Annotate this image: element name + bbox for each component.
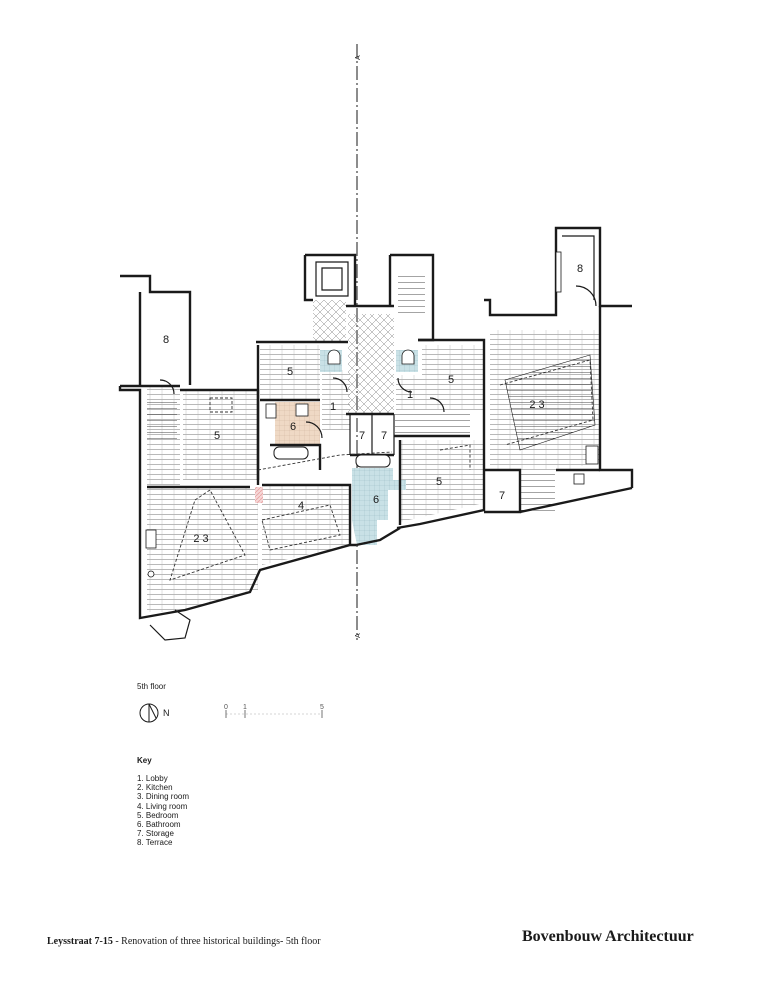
key-item-terrace: 8. Terrace [137, 838, 173, 848]
room-number-living-room: 4 [298, 500, 304, 512]
door-swings [159, 285, 597, 439]
room-number-lobby-right: 1 [407, 389, 413, 401]
key-item-bathroom: 6. Bathroom [137, 820, 181, 830]
section-marker-bottom: A [355, 633, 362, 638]
room-number-bedroom-left: 5 [214, 430, 220, 442]
key-item-kitchen: 2. Kitchen [137, 783, 173, 793]
room-number-bedroom-centre-left: 5 [287, 366, 293, 378]
room-number-storage-b: 7 [381, 430, 387, 442]
scale-tick-0: 0 [224, 704, 228, 711]
room-number-bathroom-left: 6 [290, 421, 296, 433]
key-list: 1. Lobby 2. Kitchen 3. Dining room 4. Li… [137, 774, 189, 848]
firm-name: Bovenbouw Architectuur [522, 928, 694, 945]
north-arrow-icon [139, 703, 159, 723]
room-number-terrace-left: 8 [163, 334, 169, 346]
room-number-bedroom-lower-right: 5 [436, 476, 442, 488]
room-number-kitchen-dining-left: 2 3 [193, 533, 208, 545]
scale-bar: 0 1 5 [224, 704, 324, 718]
key-item-lobby: 1. Lobby [137, 774, 168, 783]
key-item-living-room: 4. Living room [137, 801, 188, 811]
room-number-terrace-right: 8 [577, 263, 583, 275]
room-number-bathroom-centre: 6 [373, 494, 379, 506]
north-label: N [163, 708, 170, 718]
section-marker-top: A [355, 55, 362, 60]
footer-description: - Renovation of three historical buildin… [112, 936, 321, 947]
room-number-storage-a: 7 [359, 430, 365, 442]
key-item-dining-room: 3. Dining room [137, 792, 190, 802]
fixtures [145, 251, 599, 578]
room-number-lobby-left: 1 [330, 401, 336, 413]
overhead-lines [169, 359, 594, 581]
room-labels: 8 8 5 5 5 5 6 6 1 1 4 2 3 2 3 7 7 7 [163, 263, 583, 545]
room-number-storage-right: 7 [499, 490, 505, 502]
room-number-kitchen-dining-right: 2 3 [529, 399, 544, 411]
footer-address: Leysstraat 7-15 [47, 936, 113, 947]
scale-tick-1: 1 [243, 704, 247, 711]
key-heading: Key [137, 756, 152, 765]
room-number-bedroom-centre-right: 5 [448, 374, 454, 386]
key-item-bedroom: 5. Bedroom [137, 810, 179, 820]
floor-label: 5th floor [137, 682, 166, 691]
footer-caption: Leysstraat 7-15 - Renovation of three hi… [47, 936, 321, 947]
staircases [147, 272, 596, 515]
scale-tick-5: 5 [320, 704, 324, 711]
key-item-storage: 7. Storage [137, 829, 174, 839]
